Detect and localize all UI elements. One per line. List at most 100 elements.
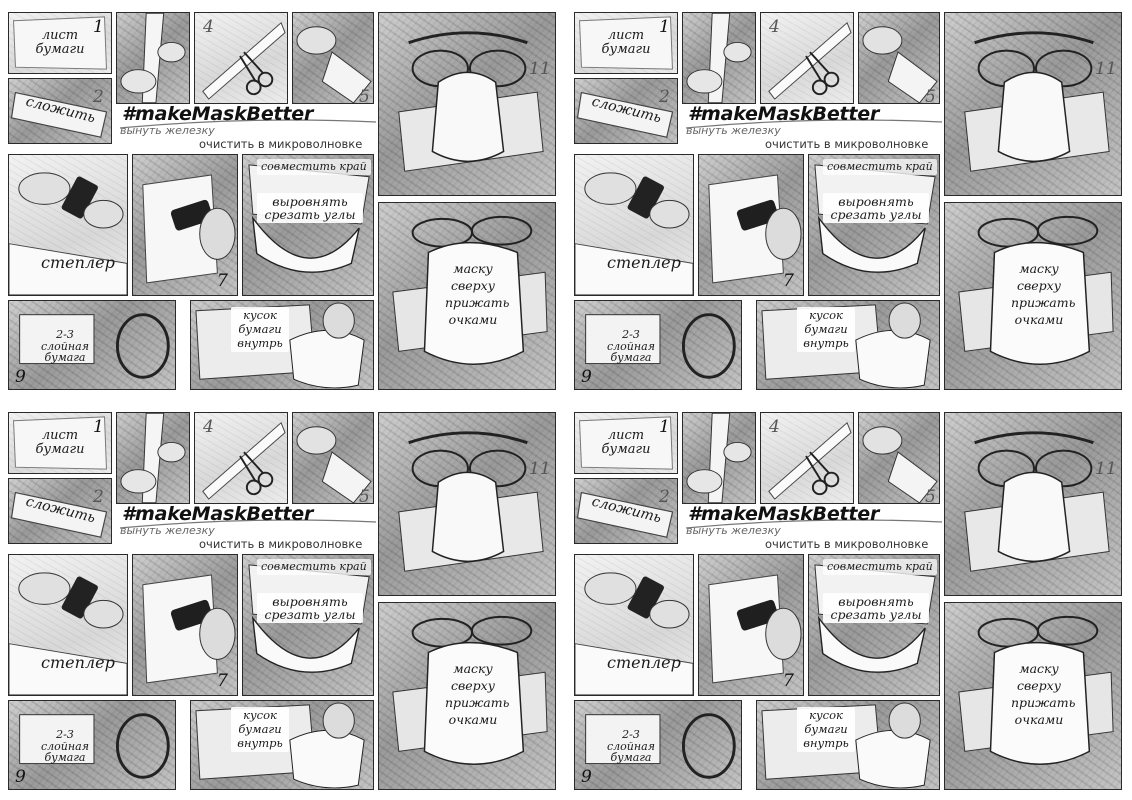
caption-press-glasses: маску сверху прижать очками [1011,661,1076,727]
panel-paper-sheet: лист бумаги 1 [8,12,112,74]
caption-paper-sheet: лист бумаги [601,428,651,457]
step-number: 4 [769,417,780,437]
panel-ply-paper: 2-3 слойная бумага 9 [8,300,176,390]
panel-mask-glasses-top: 11 [944,12,1122,196]
mask-icon [19,713,170,779]
glasses-icon [392,615,548,765]
glasses-icon [964,31,1110,172]
panel-stapler: степлер [8,154,128,296]
panel-scissors: 4 [760,12,854,104]
panel-scissors: 4 [194,412,288,504]
caption-paper-inside: кусок бумаги внутрь [231,707,289,753]
title-underline [119,519,377,529]
mask-icon [814,164,936,273]
caption-stapler: степлер [607,653,681,672]
caption-ply-paper: 2-3 слойная бумага [41,328,89,365]
panel-mask-glasses-top: 11 [944,412,1122,596]
mask-icon [248,564,370,673]
panel-fold: сложить 2 [574,78,678,144]
title-underline [119,119,377,129]
microwave-label: очистить в микроволновке [765,537,929,551]
panel-stapler: степлер [574,154,694,296]
panel-press-glasses: маску сверху прижать очками [378,202,556,390]
step-number: 2 [659,87,670,107]
instruction-sheet: лист бумаги 1 сложить 2 4 5 11 #makeMask… [566,0,1132,400]
step-number: 1 [659,417,670,437]
step-number: 9 [581,367,592,387]
caption-paper-inside: кусок бумаги внутрь [797,307,855,353]
hand-icon [296,426,372,503]
scissors-icon [202,421,286,500]
step-number: 9 [15,767,26,787]
step-number: 11 [1095,59,1117,79]
remove-wire-label: вынуть железку [120,124,215,137]
instruction-sheet: лист бумаги 1 сложить 2 4 5 11 #makeMask… [566,400,1132,800]
step-number: 9 [581,767,592,787]
caption-paper-inside: кусок бумаги внутрь [797,707,855,753]
folded-paper-sketch [10,91,108,138]
caption-press-glasses: маску сверху прижать очками [445,261,510,327]
instruction-sheet: лист бумаги 1 сложить 2 4 5 11 #makeMask… [0,400,566,800]
caption-ply-paper: 2-3 слойная бумага [41,728,89,765]
panel-hand-paper: 5 [292,12,374,104]
mask-icon [248,164,370,273]
panel-align-cut: совместить край выровнять срезать углы [808,554,940,696]
caption-align-cut: выровнять срезать углы [823,193,929,224]
step-number: 4 [203,17,214,37]
panel-press-glasses: маску сверху прижать очками [944,202,1122,390]
caption-align-edge: совместить край [823,159,937,175]
scissors-icon [768,421,852,500]
panel-ply-paper: 2-3 слойная бумага 9 [574,700,742,790]
caption-ply-paper: 2-3 слойная бумага [607,328,655,365]
glasses-icon [398,431,544,572]
caption-align-cut: выровнять срезать углы [257,193,363,224]
caption-stapler: степлер [41,253,115,272]
scissors-icon [202,21,286,100]
panel-paper-inside: кусок бумаги внутрь [756,300,940,390]
panel-press-glasses: маску сверху прижать очками [378,602,556,790]
panel-align-cut: совместить край выровнять срезать углы [808,154,940,296]
step-number: 4 [203,417,214,437]
stapler-icon [9,572,127,695]
hashtag-title: #makeMaskBetter [122,103,314,125]
hand-icon [120,13,186,103]
panel-scissors: 4 [194,12,288,104]
panel-fold: сложить 2 [574,478,678,544]
caption-stapler: степлер [607,253,681,272]
caption-align-cut: выровнять срезать углы [823,593,929,624]
panel-hands-strip [682,12,756,104]
glasses-icon [958,215,1114,365]
step-number: 7 [217,671,228,691]
step-number: 5 [925,487,936,504]
step-number: 1 [93,417,104,437]
caption-ply-paper: 2-3 слойная бумага [607,728,655,765]
step-number: 7 [783,271,794,291]
panel-paper-sheet: лист бумаги 1 [574,12,678,74]
panel-hands-strip [682,412,756,504]
mask-icon [585,313,736,379]
panel-paper-sheet: лист бумаги 1 [574,412,678,474]
microwave-label: очистить в микроволновке [199,537,363,551]
caption-paper-sheet: лист бумаги [35,28,85,57]
caption-press-glasses: маску сверху прижать очками [445,661,510,727]
scissors-icon [768,21,852,100]
panel-stapler-hand: 7 [698,554,804,696]
caption-paper-sheet: лист бумаги [601,28,651,57]
caption-press-glasses: маску сверху прижать очками [1011,261,1076,327]
folded-paper-sketch [576,491,674,538]
hand-icon [120,413,186,503]
panel-paper-inside: кусок бумаги внутрь [190,300,374,390]
stapler-icon [9,172,127,295]
step-number: 1 [659,17,670,37]
panel-hand-paper: 5 [858,412,940,504]
mask-icon [19,313,170,379]
step-number: 2 [659,487,670,507]
panel-stapler-hand: 7 [132,154,238,296]
hashtag-title: #makeMaskBetter [688,103,880,125]
step-number: 9 [15,367,26,387]
paper-sketch [579,416,673,470]
step-number: 11 [529,59,551,79]
step-number: 4 [769,17,780,37]
caption-paper-inside: кусок бумаги внутрь [231,307,289,353]
panel-press-glasses: маску сверху прижать очками [944,602,1122,790]
